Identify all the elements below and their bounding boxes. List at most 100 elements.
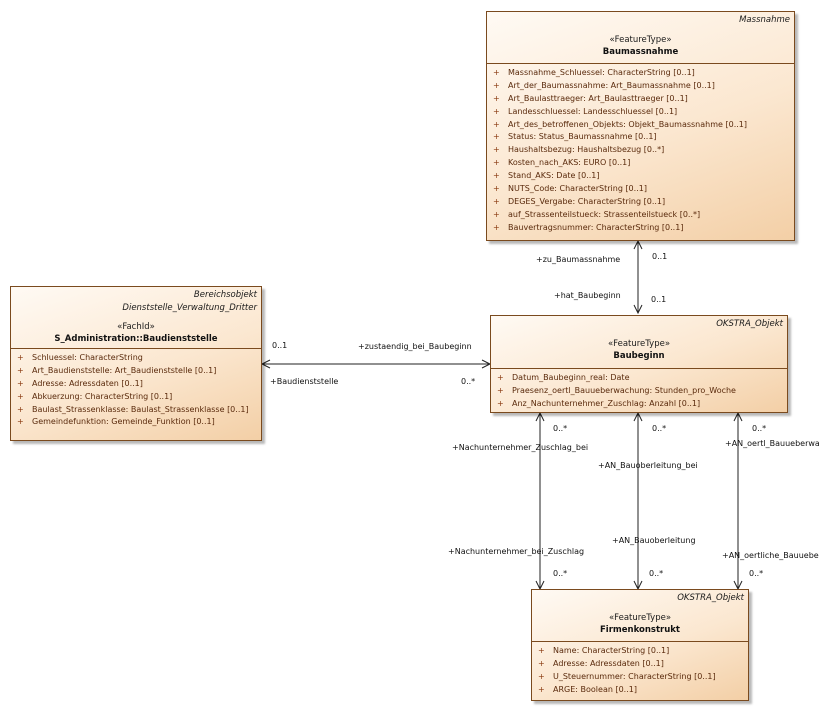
visibility-marker: + xyxy=(493,158,500,168)
attribute-text: Gemeindefunktion: Gemeinde_Funktion [0..… xyxy=(32,417,215,427)
attribute-row[interactable]: + Kosten_nach_AKS: EURO [0..1] xyxy=(487,157,794,170)
attribute-row[interactable]: +Art_des_betroffenen_Objekts: Objekt_Bau… xyxy=(487,119,794,132)
class-name: Firmenkonstrukt xyxy=(600,625,680,635)
visibility-marker: + xyxy=(497,385,504,395)
attribute-text: Landesschluessel: Landesschluessel [0..1… xyxy=(508,106,678,116)
attribute-row[interactable]: +Bauvertragsnummer: CharacterString [0..… xyxy=(487,222,794,235)
attribute-row[interactable]: + Massnahme_Schluessel: CharacterString [… xyxy=(487,67,794,80)
class-baudienststelle[interactable]: Bereichsobjekt Dienststelle_Verwaltung_D… xyxy=(10,286,262,441)
visibility-marker: + xyxy=(493,93,500,103)
attribute-row[interactable]: + Adresse: Adressdaten [0..1] xyxy=(532,658,748,671)
attribute-row[interactable]: + U_Steuernummer: CharacterString [0..1] xyxy=(532,671,748,684)
visibility-marker: + xyxy=(493,106,500,116)
multiplicity-label: 0..1 xyxy=(651,295,667,304)
attribute-text: Adresse: Adressdaten [0..1] xyxy=(553,658,664,668)
visibility-marker: + xyxy=(538,671,545,681)
visibility-marker: + xyxy=(538,646,545,655)
class-baubeginn[interactable]: OKSTRA_Objekt «FeatureType» Baubeginn +D… xyxy=(490,315,788,413)
attribute-row[interactable]: +Adresse: Adressdaten [0..1] xyxy=(11,378,261,391)
attribute-row[interactable]: + Haushaltsbezug: Haushaltsbezug [0..*] xyxy=(487,144,794,157)
visibility-marker: + xyxy=(493,184,500,194)
visibility-marker: + xyxy=(17,391,24,401)
attribute-row[interactable]: +Abkuerzung: CharacterString [0..1] xyxy=(11,391,261,404)
multiplicity-label: 0..* xyxy=(749,569,764,578)
attribute-row[interactable]: +Stand_AKS: Date [0..1] xyxy=(487,170,794,183)
attribute-text: Massnahme_Schluessel: CharacterString [0… xyxy=(508,68,695,77)
attribute-text: Kosten_nach_AKS: EURO [0..1] xyxy=(508,158,631,168)
attribute-row[interactable]: + Anz_Nachunternehmer_Zuschlag: Anzahl [0… xyxy=(491,398,787,411)
attribute-text: ARGE: Boolean [0..1] xyxy=(553,684,637,694)
attribute-text: Praesenz_oertl_Bauueberwachung: Stunden_… xyxy=(512,385,736,395)
attribute-row[interactable]: + Name: CharacterString [0..1] xyxy=(532,645,748,658)
attribute-row[interactable]: +DEGES_Vergabe: CharacterString [0..1] xyxy=(487,196,794,209)
attribute-list: + Schluessel: CharacterString +Art_Baudie… xyxy=(11,349,261,429)
multiplicity-label: 0..* xyxy=(553,569,568,578)
attribute-row[interactable]: +Art_Baudienststelle: Art_Baudienststell… xyxy=(11,365,261,378)
class-header: OKSTRA_Objekt «FeatureType» Baubeginn xyxy=(491,316,787,369)
package-label: Bereichsobjekt xyxy=(193,290,257,300)
attribute-text: Baulast_Strassenklasse: Baulast_Strassen… xyxy=(32,404,249,414)
package-label-secondary: Dienststelle_Verwaltung_Dritter xyxy=(122,303,257,313)
attribute-text: Name: CharacterString [0..1] xyxy=(553,646,670,655)
stereotype-label: «FeatureType» xyxy=(607,339,671,349)
class-firmenkonstrukt[interactable]: OKSTRA_Objekt «FeatureType» Firmenkonstr… xyxy=(531,589,749,701)
role-label: +zustaendig_bei_Baubeginn xyxy=(358,342,472,351)
class-name: Baumassnahme xyxy=(602,47,679,57)
attribute-text: Anz_Nachunternehmer_Zuschlag: Anzahl [0.… xyxy=(512,398,701,408)
visibility-marker: + xyxy=(538,684,545,694)
class-name: Baubeginn xyxy=(613,351,665,361)
attribute-row[interactable]: + Art_Baulasttraeger: Art_Baulasttraeger … xyxy=(487,93,794,106)
attribute-text: Art_der_Baumassnahme: Art_Baumassnahme [… xyxy=(508,80,715,90)
attribute-row[interactable]: +auf_Strassenteilstueck: Strassenteilstu… xyxy=(487,209,794,222)
multiplicity-label: 0..* xyxy=(461,377,476,386)
stereotype-label: «FeatureType» xyxy=(609,35,672,45)
visibility-marker: + xyxy=(493,119,500,129)
multiplicity-label: 0..1 xyxy=(272,341,288,350)
visibility-marker: + xyxy=(17,353,24,362)
visibility-marker: + xyxy=(493,132,500,142)
role-label: +AN_Bauoberleitung_bei xyxy=(598,461,698,470)
visibility-marker: + xyxy=(17,365,24,375)
visibility-marker: + xyxy=(497,398,504,408)
attribute-list: +Datum_Baubeginn_real: Date +Praesenz_oe… xyxy=(491,369,787,411)
attribute-text: auf_Strassenteilstueck: Strassenteilstue… xyxy=(508,209,701,219)
package-label: OKSTRA_Objekt xyxy=(716,319,783,329)
attribute-text: U_Steuernummer: CharacterString [0..1] xyxy=(553,671,716,681)
attribute-list: + Massnahme_Schluessel: CharacterString [… xyxy=(487,64,794,235)
role-label: +Nachunternehmer_bei_Zuschlag xyxy=(448,547,585,556)
attribute-text: Adresse: Adressdaten [0..1] xyxy=(32,378,143,388)
attribute-row[interactable]: + Baulast_Strassenklasse: Baulast_Strasse… xyxy=(11,404,261,417)
attribute-text: Bauvertragsnummer: CharacterString [0..1… xyxy=(508,222,684,232)
attribute-text: Haushaltsbezug: Haushaltsbezug [0..*] xyxy=(508,145,665,155)
role-label: +Baudienststelle xyxy=(270,377,339,386)
attribute-row[interactable]: + Art_der_Baumassnahme: Art_Baumassnahme … xyxy=(487,80,794,93)
class-baumassnahme[interactable]: Massnahme «FeatureType» Baumassnahme + Ma… xyxy=(486,11,795,241)
attribute-row[interactable]: + ARGE: Boolean [0..1] xyxy=(532,684,748,697)
attribute-text: Art_Baulasttraeger: Art_Baulasttraeger [… xyxy=(508,93,688,103)
visibility-marker: + xyxy=(493,145,500,155)
multiplicity-label: 0..* xyxy=(752,424,767,433)
package-label: OKSTRA_Objekt xyxy=(677,593,744,603)
visibility-marker: + xyxy=(538,658,545,668)
attribute-row[interactable]: + Schluessel: CharacterString xyxy=(11,352,261,365)
attribute-row[interactable]: +NUTS_Code: CharacterString [0..1] xyxy=(487,183,794,196)
attribute-text: Datum_Baubeginn_real: Date xyxy=(512,373,630,382)
stereotype-label: «FachId» xyxy=(117,322,155,332)
stereotype-label: «FeatureType» xyxy=(608,613,672,623)
class-header: Bereichsobjekt Dienststelle_Verwaltung_D… xyxy=(11,287,261,349)
attribute-row[interactable]: + Landesschluessel: Landesschluessel [0..… xyxy=(487,106,794,119)
attribute-text: Schluessel: CharacterString xyxy=(32,353,143,362)
multiplicity-label: 0..* xyxy=(553,424,568,433)
attribute-row[interactable]: +Status: Status_Baumassnahme [0..1] xyxy=(487,131,794,144)
attribute-row[interactable]: +Datum_Baubeginn_real: Date xyxy=(491,372,787,385)
attribute-list: + Name: CharacterString [0..1] + Adresse: … xyxy=(532,642,748,697)
visibility-marker: + xyxy=(493,80,500,90)
attribute-row[interactable]: + Praesenz_oertl_Bauueberwachung: Stunden… xyxy=(491,385,787,398)
attribute-row[interactable]: +Gemeindefunktion: Gemeinde_Funktion [0.… xyxy=(11,416,261,429)
role-label: +zu_Baumassnahme xyxy=(536,255,621,264)
visibility-marker: + xyxy=(493,68,500,77)
role-label: +AN_oertliche_Bauueber xyxy=(722,551,819,560)
visibility-marker: + xyxy=(17,404,24,414)
package-label: Massnahme xyxy=(739,15,790,25)
